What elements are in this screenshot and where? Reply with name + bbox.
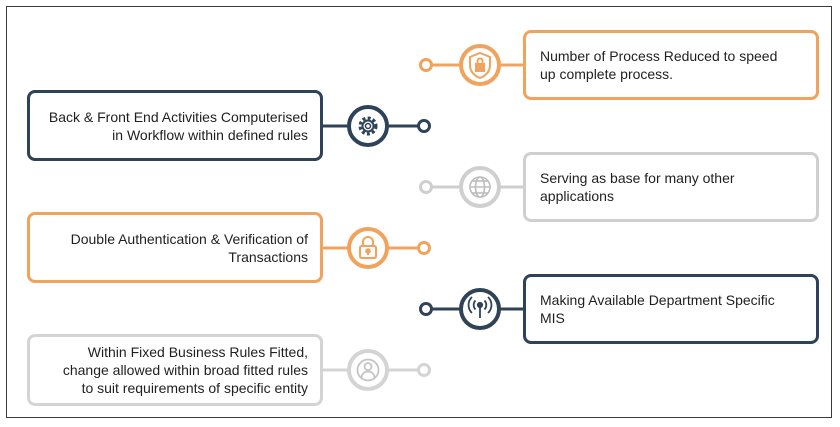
text-line: Within Fixed Business Rules Fitted,	[87, 344, 308, 360]
card-text: Serving as base for many other applicati…	[540, 169, 735, 205]
text-line: Double Authentication & Verification of	[70, 230, 308, 247]
broadcast-icon	[467, 296, 493, 318]
card-text: Making Available Department Specific MIS	[540, 291, 775, 327]
text-line: Transactions	[228, 248, 308, 265]
text-line: to suit requirements of specific entity	[81, 380, 308, 396]
text-line: Serving as base for many other	[540, 170, 735, 186]
card-text: Double Authentication & Verification of …	[71, 230, 308, 266]
diagram-frame	[6, 6, 832, 418]
connector-1	[419, 44, 523, 86]
card-text: Number of Process Reduced to speed up co…	[540, 47, 777, 83]
user-icon	[356, 358, 380, 382]
card-computerised-activities: Back & Front End Activities Computerised…	[27, 90, 323, 161]
card-department-mis: Making Available Department Specific MIS	[523, 274, 819, 344]
text-line: Making Available Department Specific	[540, 292, 775, 308]
text-line: applications	[540, 188, 614, 204]
connector-4	[321, 227, 431, 269]
connector-3	[419, 166, 523, 208]
connector-5	[419, 288, 523, 330]
globe-icon	[469, 176, 491, 198]
shield-lock-icon	[469, 51, 491, 80]
card-base-applications: Serving as base for many other applicati…	[523, 152, 819, 222]
text-line: change allowed within broad fitted rules	[62, 362, 308, 378]
card-process-reduced: Number of Process Reduced to speed up co…	[523, 30, 819, 100]
text-line: Back & Front End Activities Computerised	[48, 108, 308, 125]
text-line: Number of Process Reduced to speed	[540, 48, 778, 64]
text-line: MIS	[540, 310, 565, 326]
card-text: Back & Front End Activities Computerised…	[49, 108, 308, 144]
text-line: in Workflow within defined rules	[112, 126, 308, 143]
card-text: Within Fixed Business Rules Fitted, chan…	[63, 343, 308, 397]
connector-2	[321, 105, 431, 147]
gear-icon	[358, 116, 378, 136]
card-double-authentication: Double Authentication & Verification of …	[27, 212, 323, 283]
padlock-icon	[359, 236, 377, 259]
card-business-rules: Within Fixed Business Rules Fitted, chan…	[27, 334, 323, 406]
text-line: up complete process.	[540, 66, 674, 82]
connector-6	[321, 349, 431, 391]
